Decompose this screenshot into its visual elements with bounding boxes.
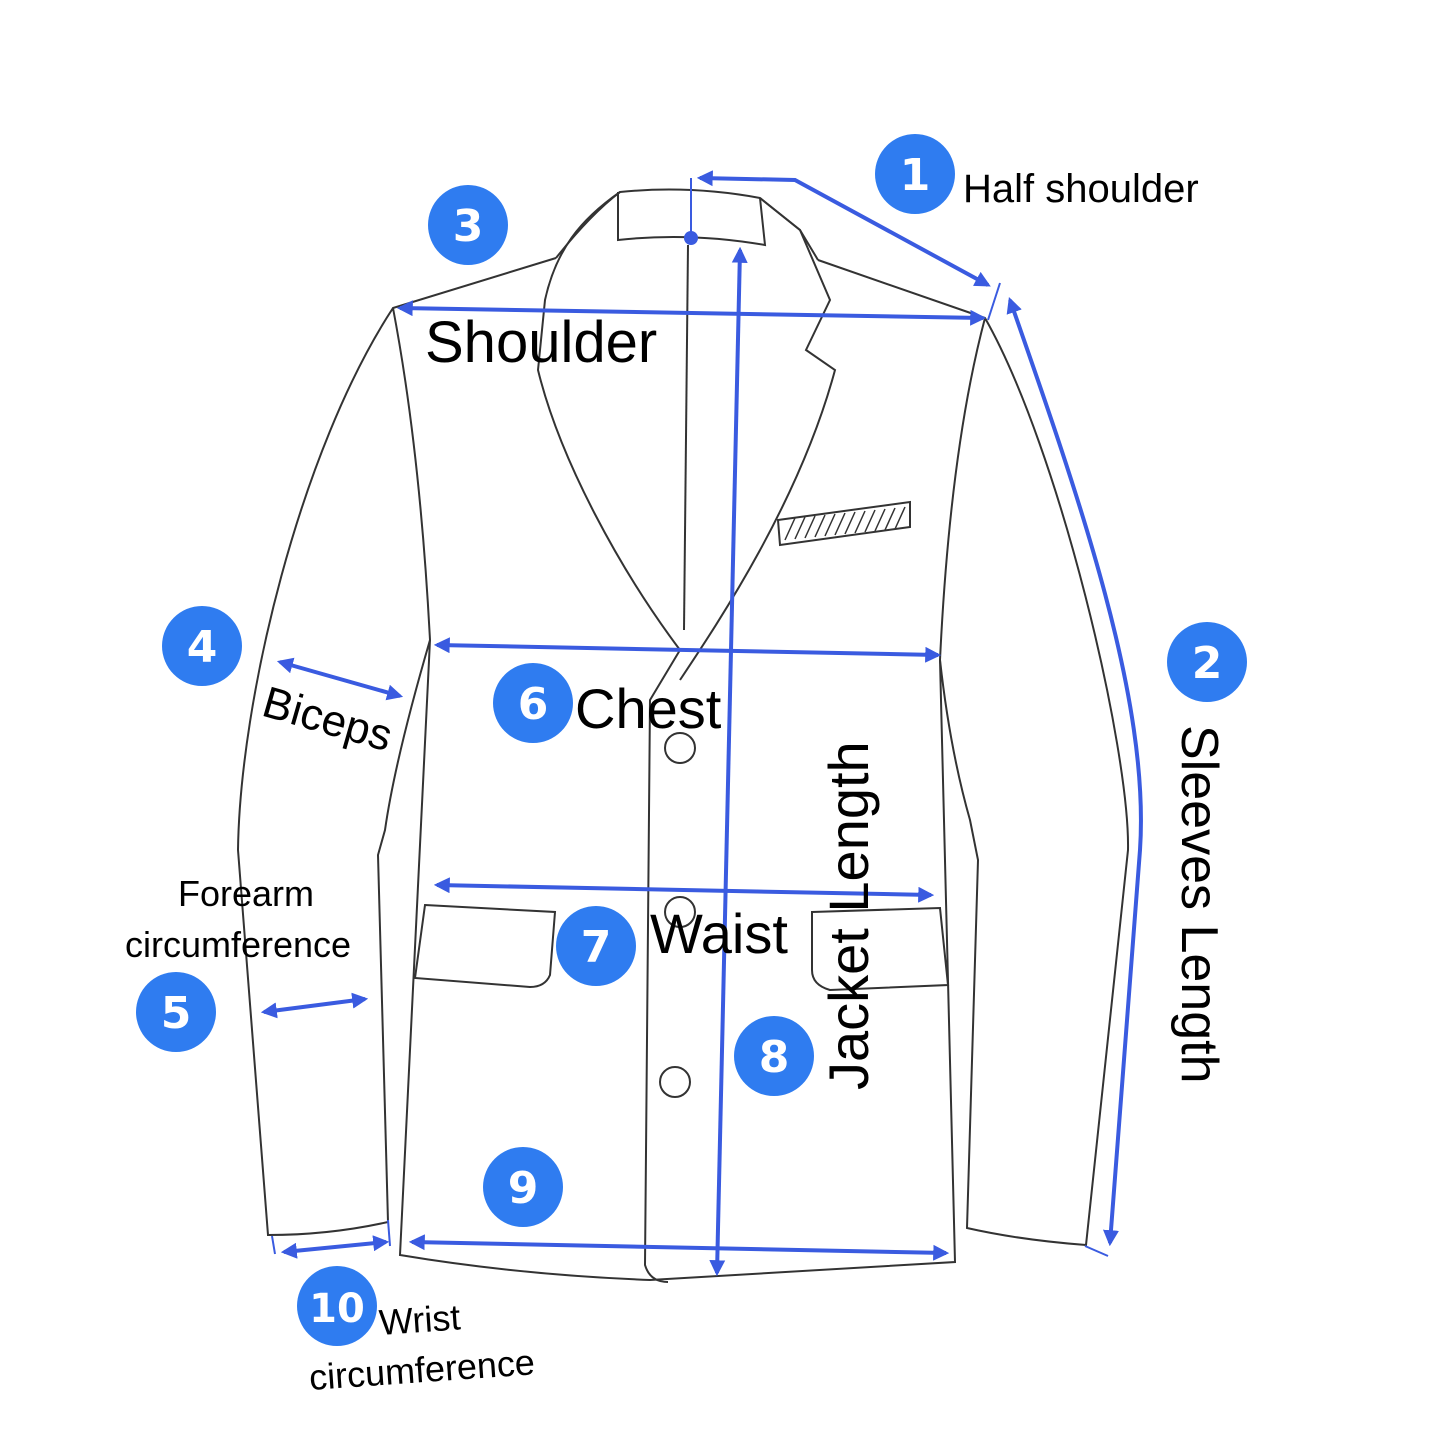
badge-2: 2 <box>1167 622 1247 702</box>
svg-text:7: 7 <box>581 922 612 973</box>
waist-line <box>433 877 935 903</box>
svg-text:4: 4 <box>187 622 218 673</box>
placket <box>643 649 681 1283</box>
left-lapel <box>536 191 681 651</box>
sleeve-end-tick <box>1084 1245 1109 1257</box>
label-jacket-length: Jacket Length <box>817 741 880 1090</box>
badge-3: 3 <box>428 185 508 265</box>
svg-text:2: 2 <box>1192 638 1223 689</box>
neck-point-dot <box>684 231 698 245</box>
label-shoulder: Shoulder <box>425 310 657 375</box>
shoulder-line <box>396 300 987 326</box>
svg-text:10: 10 <box>309 1286 365 1332</box>
measurement-lines <box>260 170 1143 1277</box>
badges: 1 2 3 4 5 6 7 8 9 10 <box>136 134 1247 1346</box>
svg-text:8: 8 <box>759 1032 790 1083</box>
button <box>659 1066 691 1098</box>
wrist-line <box>280 1235 390 1259</box>
svg-text:1: 1 <box>900 150 931 201</box>
jacket-length-line <box>709 246 748 1277</box>
center-front <box>683 244 689 631</box>
badge-9: 9 <box>483 1147 563 1227</box>
badge-10: 10 <box>297 1266 377 1346</box>
badge-7: 7 <box>556 906 636 986</box>
biceps-line <box>276 657 404 701</box>
label-wrist-2: circumference <box>308 1341 536 1398</box>
chest-pocket <box>776 500 911 547</box>
badge-4: 4 <box>162 606 242 686</box>
label-wrist-1: Wrist <box>378 1296 462 1343</box>
chest-pocket-hatch <box>784 506 906 541</box>
label-chest: Chest <box>575 677 722 740</box>
wrist-tick <box>271 1219 391 1255</box>
sleeves-length-line <box>1006 296 1143 1247</box>
badge-8: 8 <box>734 1016 814 1096</box>
labels: Half shoulder Shoulder Biceps Forearm ci… <box>125 167 1228 1398</box>
svg-text:5: 5 <box>161 988 192 1039</box>
label-sleeves-length: Sleeves Length <box>1170 725 1228 1084</box>
left-flap-pocket <box>413 903 557 989</box>
left-sleeve <box>236 257 557 1237</box>
badge-1: 1 <box>875 134 955 214</box>
badge-6: 6 <box>493 663 573 743</box>
label-half-shoulder: Half shoulder <box>963 167 1199 211</box>
svg-text:3: 3 <box>453 201 484 252</box>
label-waist: Waist <box>650 902 788 965</box>
svg-text:6: 6 <box>518 679 549 730</box>
right-lapel <box>679 197 837 681</box>
half-shoulder-line <box>696 170 991 287</box>
shoulder-tick <box>987 282 1001 321</box>
forearm-line <box>260 992 369 1019</box>
right-flap-pocket <box>811 906 950 992</box>
hem-line <box>408 1234 950 1261</box>
svg-text:9: 9 <box>508 1163 539 1214</box>
label-forearm-2: circumference <box>125 924 351 965</box>
chest-line <box>433 637 942 663</box>
button <box>664 732 696 764</box>
label-forearm-1: Forearm <box>178 873 314 914</box>
badge-5: 5 <box>136 972 216 1052</box>
